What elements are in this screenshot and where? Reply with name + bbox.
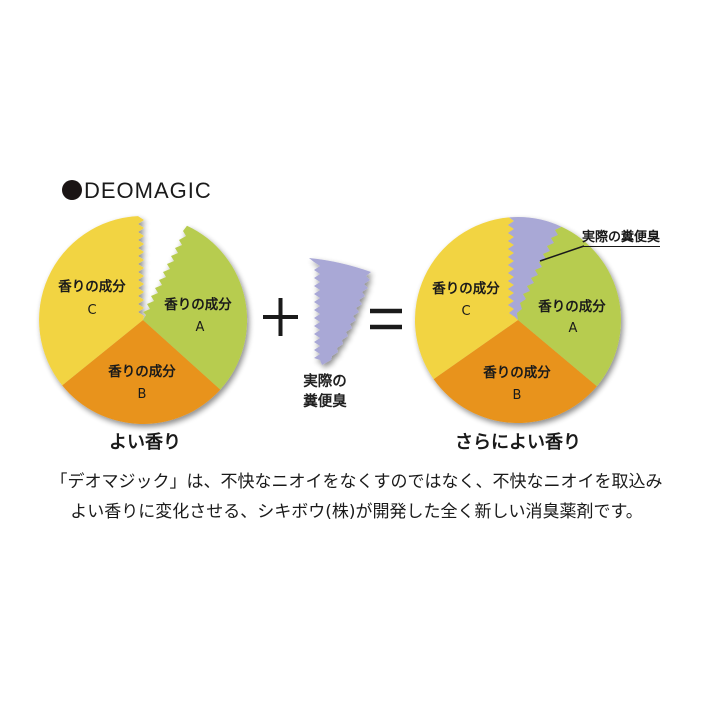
left-pie-label-a: 香りの成分 xyxy=(163,296,232,313)
fecal-odor-label-line1: 実際の xyxy=(303,374,347,390)
brand-logo: DEOMAGIC xyxy=(62,178,212,204)
right-pie-letter-a: A xyxy=(569,321,578,336)
description-line-1: 「デオマジック」は、不快なニオイをなくすのではなく、不快なニオイを取込み xyxy=(50,472,663,492)
fecal-odor-callout: 実際の糞便臭 xyxy=(582,226,661,247)
fecal-odor-wedge xyxy=(309,258,371,365)
left-pie-segment-b xyxy=(62,320,221,424)
right-pie-caption: さらによい香り xyxy=(455,432,581,453)
left-pie-letter-b: B xyxy=(138,387,147,402)
left-pie-caption: よい香り xyxy=(109,432,181,453)
left-pie-label-b: 香りの成分 xyxy=(107,363,176,380)
left-pie-letter-c: C xyxy=(87,303,96,318)
description: 「デオマジック」は、不快なニオイをなくすのではなく、不快なニオイを取込み よい香… xyxy=(0,467,713,527)
right-pie xyxy=(414,217,621,424)
callout-leader-line xyxy=(539,245,585,262)
right-pie-segment-fecal-odor xyxy=(508,217,562,320)
bullet-dot-icon xyxy=(62,180,82,200)
plus-icon xyxy=(263,298,298,336)
right-pie-segment-b xyxy=(433,320,597,424)
left-pie-label-c: 香りの成分 xyxy=(57,278,126,295)
right-pie-letter-c: C xyxy=(461,304,470,319)
right-pie-label-a: 香りの成分 xyxy=(537,298,606,315)
right-pie-label-b: 香りの成分 xyxy=(482,364,551,381)
description-line-2: よい香りに変化させる、シキボウ(株)が開発した全く新しい消臭薬剤です。 xyxy=(70,502,643,522)
equals-icon xyxy=(370,308,402,330)
fecal-odor-label-line2: 糞便臭 xyxy=(303,394,347,410)
right-pie-segment-a xyxy=(517,226,621,387)
right-pie-letter-b: B xyxy=(513,388,522,403)
left-pie-segment-c xyxy=(39,216,144,386)
left-pie xyxy=(39,216,248,424)
brand-name: DEOMAGIC xyxy=(84,178,212,203)
right-pie-label-c: 香りの成分 xyxy=(431,280,500,297)
left-pie-segment-a xyxy=(143,225,248,390)
fecal-odor-label: 実際の 糞便臭 xyxy=(290,372,360,412)
left-pie-letter-a: A xyxy=(196,320,205,335)
right-pie-segment-c xyxy=(414,217,518,380)
